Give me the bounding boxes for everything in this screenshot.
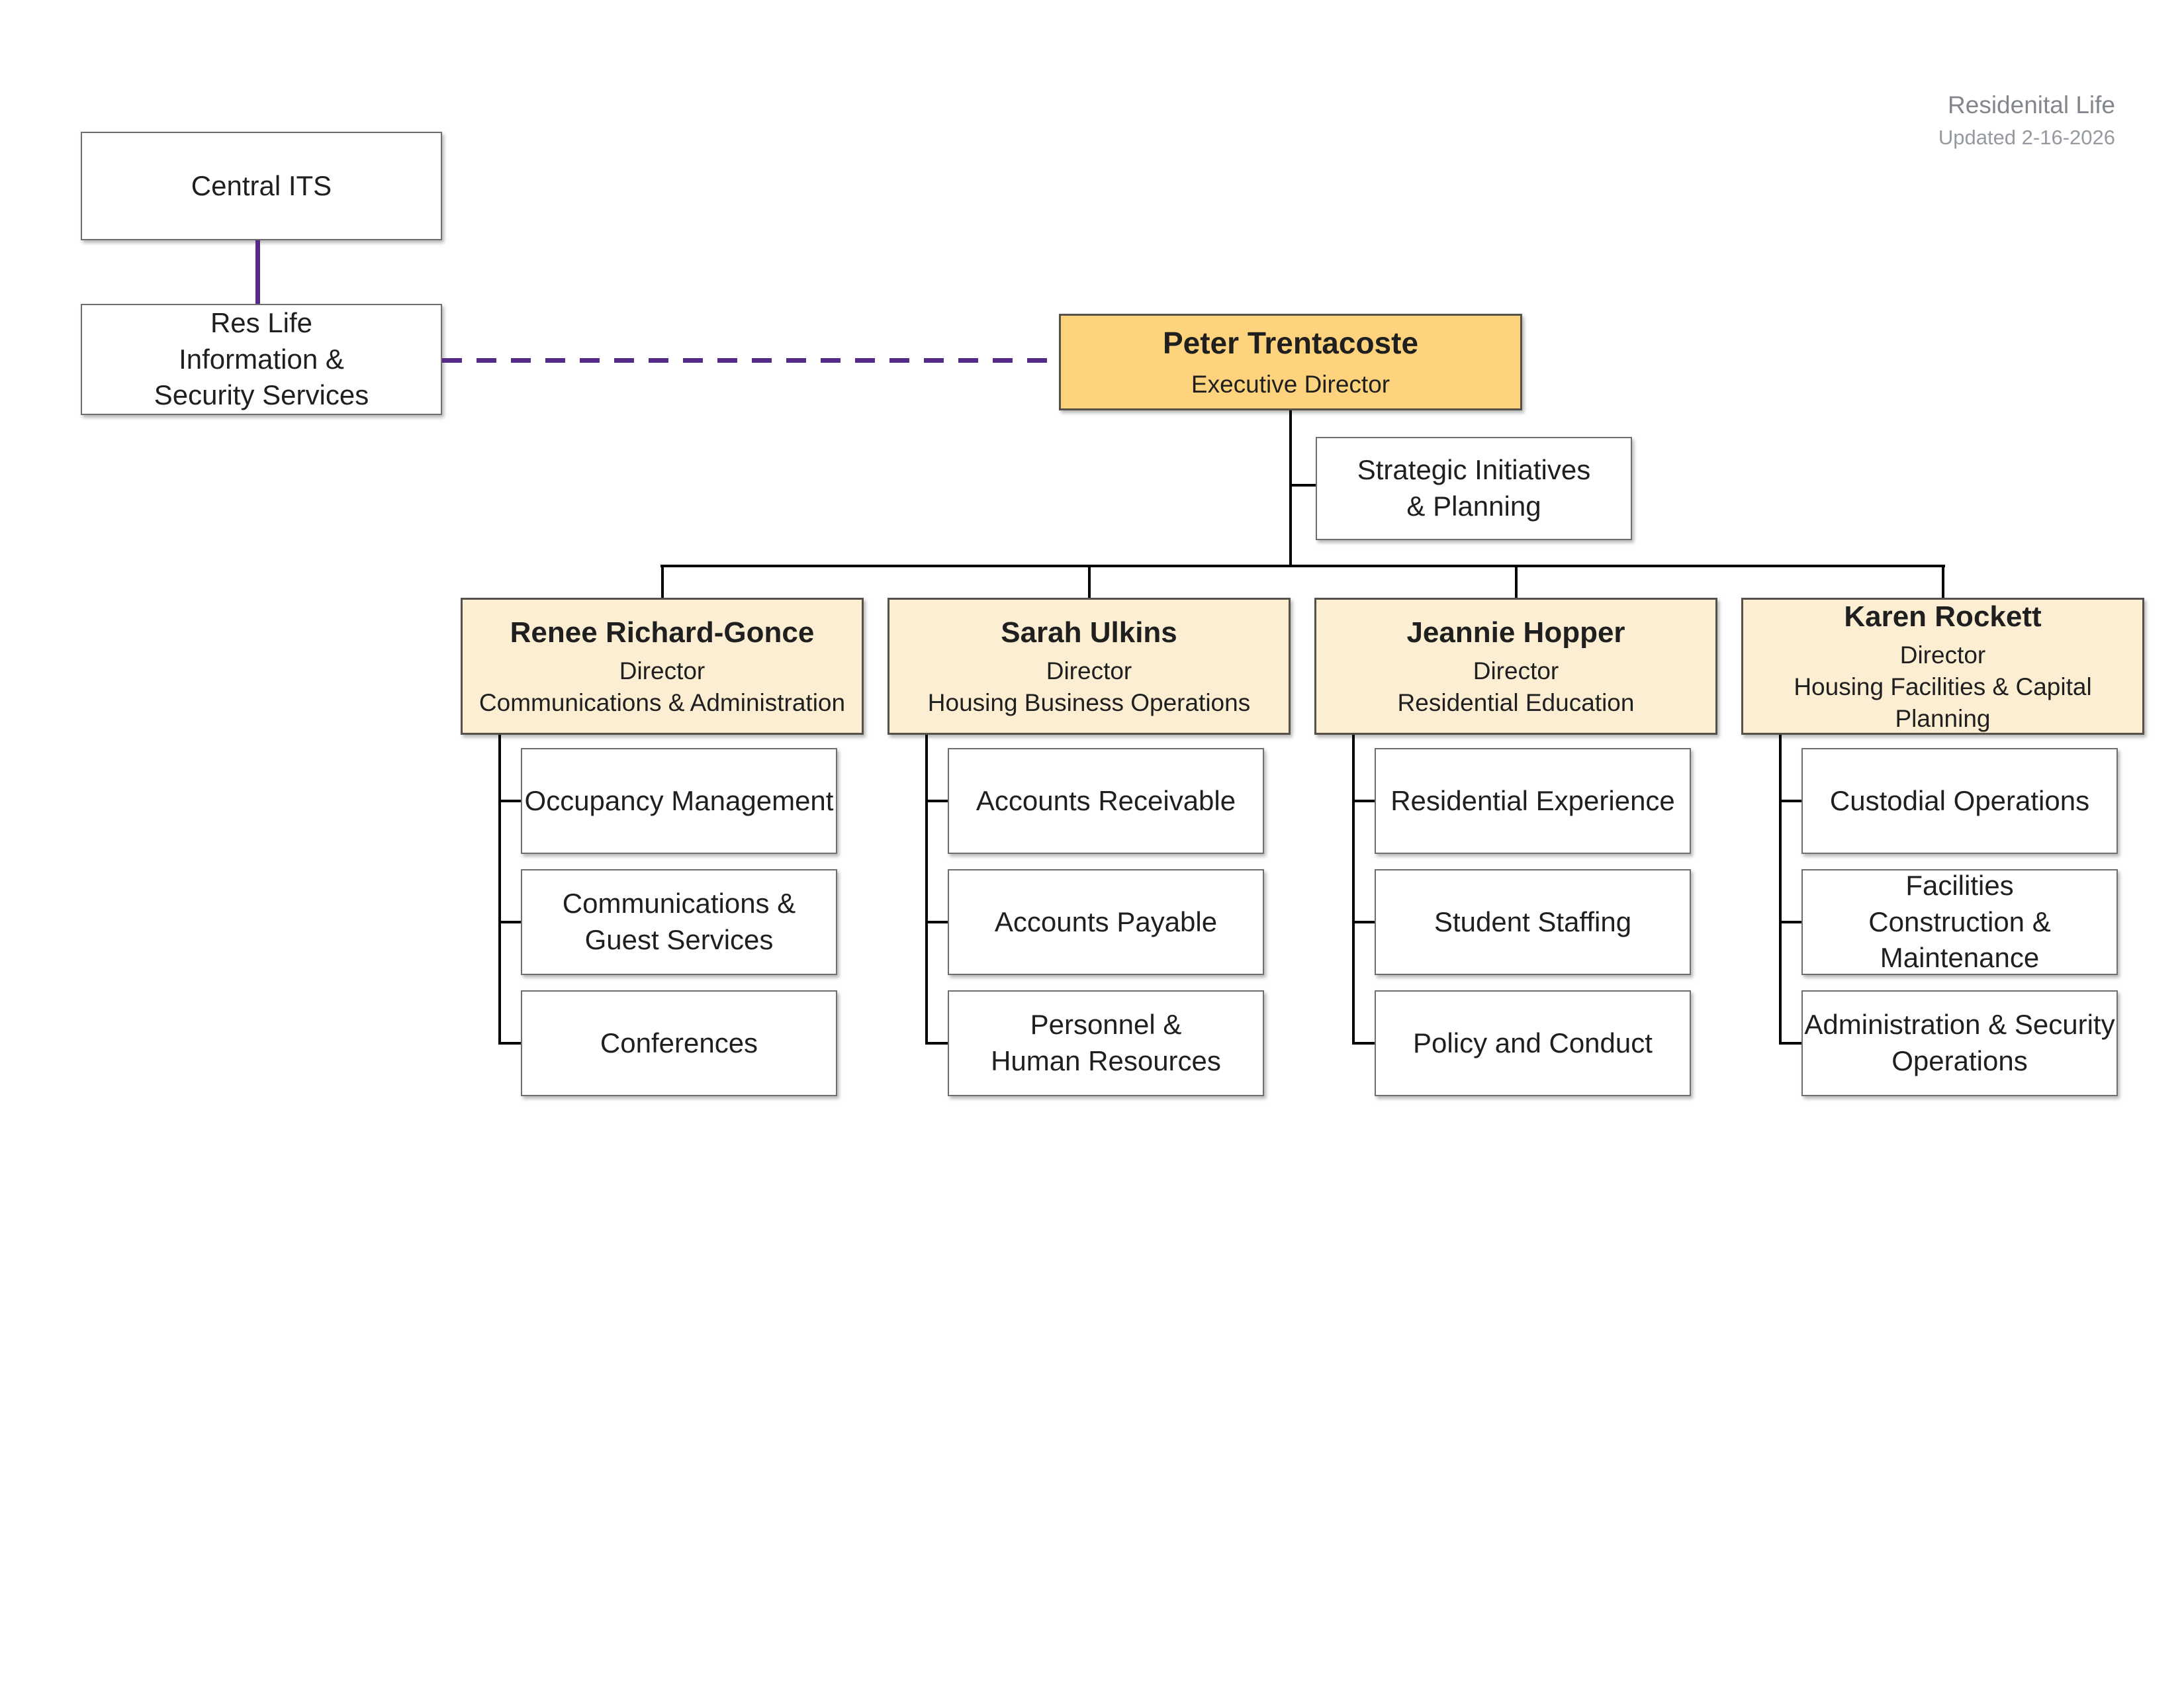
connector-unit-stub-accounts-receivable — [925, 800, 948, 802]
director-name: Jeannie Hopper — [1406, 616, 1625, 649]
node-unit-policy-and-conduct: Policy and Conduct — [1375, 990, 1691, 1096]
connector-unit-stub-student-staffing — [1352, 921, 1375, 923]
connector-unit-stub-occupancy-management — [498, 800, 521, 802]
node-unit-administration-security-operations: Administration & Security Operations — [1801, 990, 2118, 1096]
node-executive-director: Peter Trentacoste Executive Director — [1059, 314, 1522, 410]
connector-unit-stub-conferences — [498, 1042, 521, 1045]
connector-unit-stub-communications-guest-services — [498, 921, 521, 923]
connector-director-stub-renee-richard-gonce — [661, 565, 664, 598]
connector-unit-stub-administration-security-operations — [1779, 1042, 1801, 1045]
node-unit-communications-guest-services: Communications & Guest Services — [521, 869, 837, 975]
node-unit-occupancy-management: Occupancy Management — [521, 748, 837, 854]
connector-executive-down — [1289, 410, 1292, 566]
node-strategic-initiatives-planning: Strategic Initiatives & Planning — [1316, 437, 1632, 540]
node-unit-personnel-human-resources: Personnel & Human Resources — [948, 990, 1264, 1096]
node-unit-accounts-payable: Accounts Payable — [948, 869, 1264, 975]
node-unit-accounts-receivable: Accounts Receivable — [948, 748, 1264, 854]
node-unit-custodial-operations: Custodial Operations — [1801, 748, 2118, 854]
director-department: Communications & Administration — [478, 689, 846, 717]
director-department: Residential Education — [1397, 689, 1635, 717]
director-department: Housing Facilities & Capital Planning — [1794, 673, 2092, 733]
director-name: Karen Rockett — [1844, 600, 2042, 633]
connector-unit-stub-residential-experience — [1352, 800, 1375, 802]
connector-reslife-executive-dashed — [442, 358, 1059, 363]
connector-strategic-stub — [1289, 484, 1317, 487]
node-unit-student-staffing: Student Staffing — [1375, 869, 1691, 975]
connector-director-stub-sarah-ulkins — [1088, 565, 1091, 598]
executive-title: Executive Director — [1191, 370, 1390, 398]
connector-units-vline-renee-richard-gonce — [498, 735, 501, 1045]
node-unit-residential-experience: Residential Experience — [1375, 748, 1691, 854]
connector-unit-stub-facilities-construction-maintenance — [1779, 921, 1801, 923]
connector-unit-stub-accounts-payable — [925, 921, 948, 923]
connector-units-vline-karen-rockett — [1779, 735, 1782, 1045]
chart-updated-date: Updated 2-16-2026 — [1938, 126, 2115, 149]
director-department: Housing Business Operations — [927, 689, 1251, 717]
node-unit-conferences: Conferences — [521, 990, 837, 1096]
node-unit-facilities-construction-maintenance: Facilities Construction & Maintenance — [1801, 869, 2118, 975]
node-central-its: Central ITS — [81, 132, 442, 240]
director-title: Director — [1046, 657, 1132, 684]
director-name: Sarah Ulkins — [1001, 616, 1177, 649]
connector-unit-stub-custodial-operations — [1779, 800, 1801, 802]
connector-unit-stub-policy-and-conduct — [1352, 1042, 1375, 1045]
connector-directors-branch — [660, 565, 1945, 567]
executive-name: Peter Trentacoste — [1162, 326, 1419, 361]
director-title: Director — [619, 657, 705, 684]
node-res-life-information-security: Res Life Information & Security Services — [81, 304, 442, 415]
director-title: Director — [1899, 641, 1986, 669]
connector-units-vline-jeannie-hopper — [1352, 735, 1355, 1045]
connector-central-its-reslife — [255, 240, 260, 304]
director-title: Director — [1473, 657, 1559, 684]
connector-unit-stub-personnel-human-resources — [925, 1042, 948, 1045]
connector-units-vline-sarah-ulkins — [925, 735, 928, 1045]
chart-title: Residenital Life — [1948, 91, 2115, 118]
connector-director-stub-karen-rockett — [1942, 565, 1944, 598]
chart-title-block: Residenital Life Updated 2-16-2026 — [1938, 91, 2115, 150]
connector-director-stub-jeannie-hopper — [1515, 565, 1518, 598]
director-name: Renee Richard-Gonce — [510, 616, 815, 649]
